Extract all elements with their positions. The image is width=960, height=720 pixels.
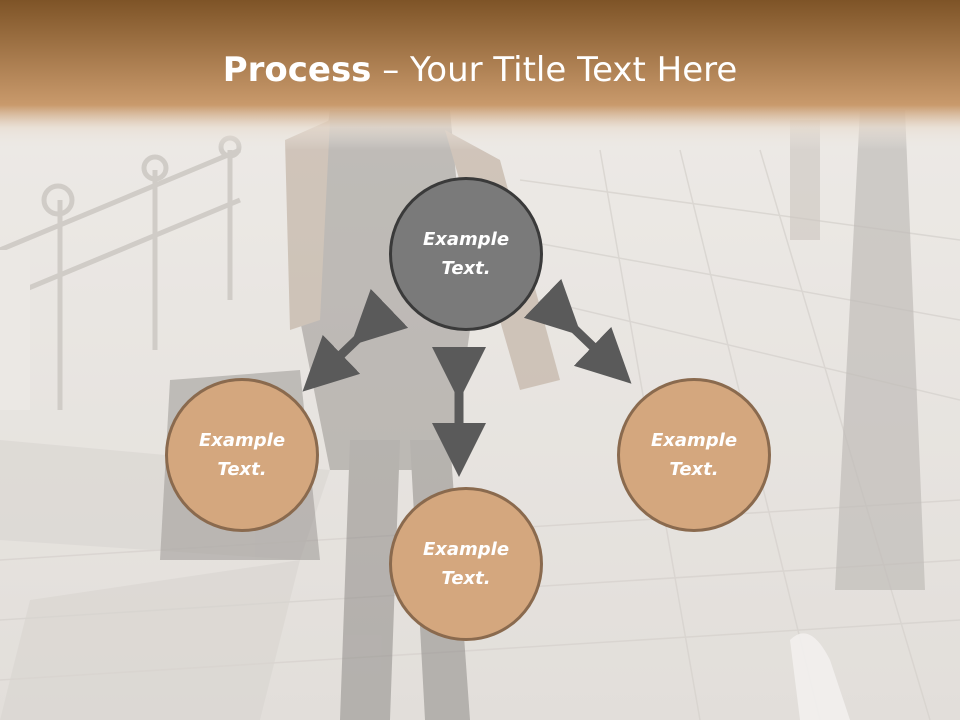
node-center: Example Text. — [389, 177, 543, 331]
arrow-center-right — [523, 278, 632, 384]
arrow-center-left — [302, 288, 409, 392]
node-left-text: Example Text. — [198, 430, 286, 480]
node-bottom: Example Text. — [389, 487, 543, 641]
node-right: Example Text. — [617, 378, 771, 532]
title-banner — [0, 0, 960, 150]
title-rest-part: – Your Title Text Here — [371, 50, 738, 90]
title-bold-part: Process — [222, 50, 372, 90]
node-right-text: Example Text. — [650, 430, 738, 480]
node-left: Example Text. — [165, 378, 319, 532]
node-center-text: Example Text. — [422, 229, 510, 279]
slide-title: Process – Your Title Text Here — [0, 50, 960, 90]
node-bottom-text: Example Text. — [422, 539, 510, 589]
